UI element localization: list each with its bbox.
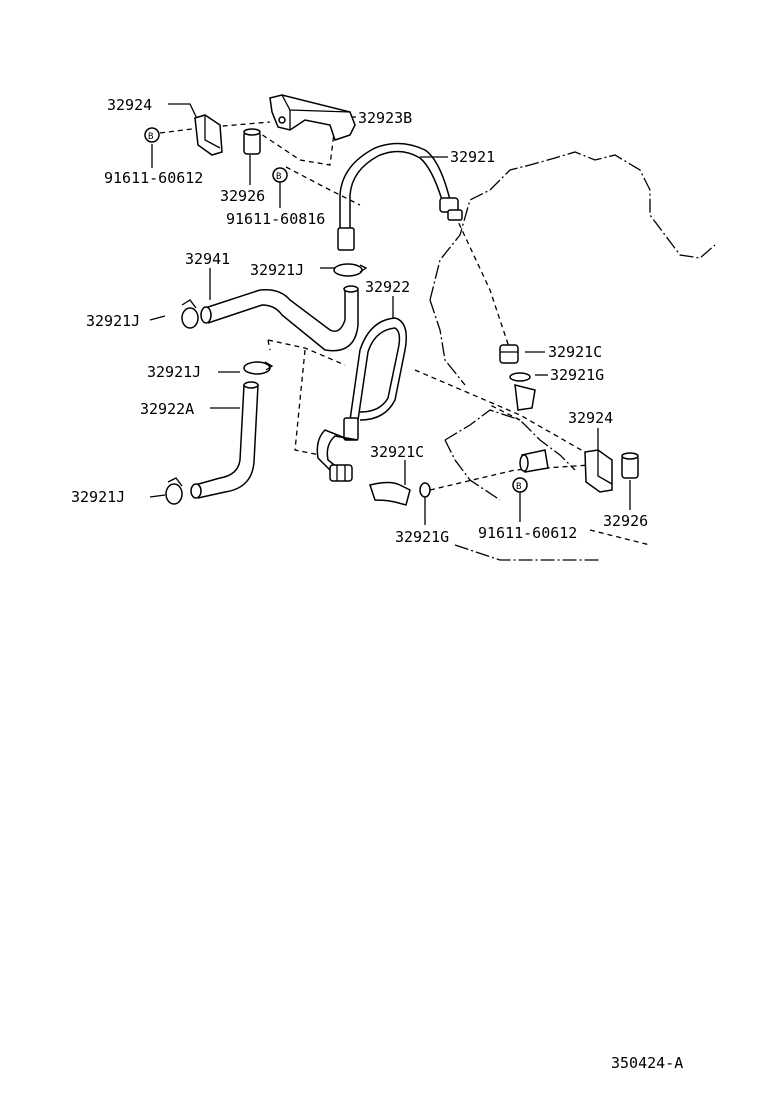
part-label: 32941 — [185, 250, 230, 268]
bolt-marker-label: B — [276, 172, 281, 182]
bolt-marker-label: B — [516, 482, 521, 492]
clamp-top — [194, 114, 223, 156]
part-label: 32923B — [358, 109, 412, 127]
pipe-32922 — [316, 317, 407, 471]
part-label: 32921J — [250, 261, 304, 279]
part-label: 91611-60612 — [478, 524, 577, 542]
part-label: 32922A — [140, 400, 194, 418]
leader-lines — [149, 103, 631, 525]
pipe-stub-right — [514, 384, 536, 411]
part-label: 32921C — [548, 343, 602, 361]
clamp-j-c — [243, 361, 274, 375]
part-label: 32921G — [550, 366, 604, 384]
bolt-markers — [144, 127, 528, 493]
part-label: 32926 — [220, 187, 265, 205]
clamp-bottom — [584, 449, 613, 493]
hose-32922a — [190, 381, 259, 499]
clamp-j-b — [181, 299, 199, 329]
part-label: 32921J — [71, 488, 125, 506]
gasket-mid — [419, 482, 431, 498]
grommet-bottom — [621, 452, 639, 479]
elbow-32921c — [369, 481, 411, 506]
part-label: 32924 — [107, 96, 152, 114]
figure-code: 350424-A — [611, 1054, 683, 1072]
pipe-32921 — [337, 142, 463, 251]
bolt-marker-label: B — [148, 132, 153, 142]
gasket-right — [509, 372, 531, 382]
heat-protector-bracket — [269, 94, 356, 141]
clamp-j-d — [165, 477, 183, 505]
part-label: 32926 — [603, 512, 648, 530]
part-label: 32921G — [395, 528, 449, 546]
part-label: 32921C — [370, 443, 424, 461]
part-label: 91611-60816 — [226, 210, 325, 228]
grommet-top — [243, 128, 261, 155]
part-label: 32921 — [450, 148, 495, 166]
part-label: 32922 — [365, 278, 410, 296]
part-label: 32921J — [86, 312, 140, 330]
pipe-stub-bottom — [519, 449, 549, 473]
union-right — [499, 344, 519, 364]
engine-outline — [429, 151, 716, 561]
hose-32941 — [200, 285, 359, 352]
part-label: 32924 — [568, 409, 613, 427]
part-label: 91611-60612 — [104, 169, 203, 187]
part-label: 32921J — [147, 363, 201, 381]
union-mid — [329, 464, 353, 482]
clamp-j-a — [333, 263, 368, 277]
